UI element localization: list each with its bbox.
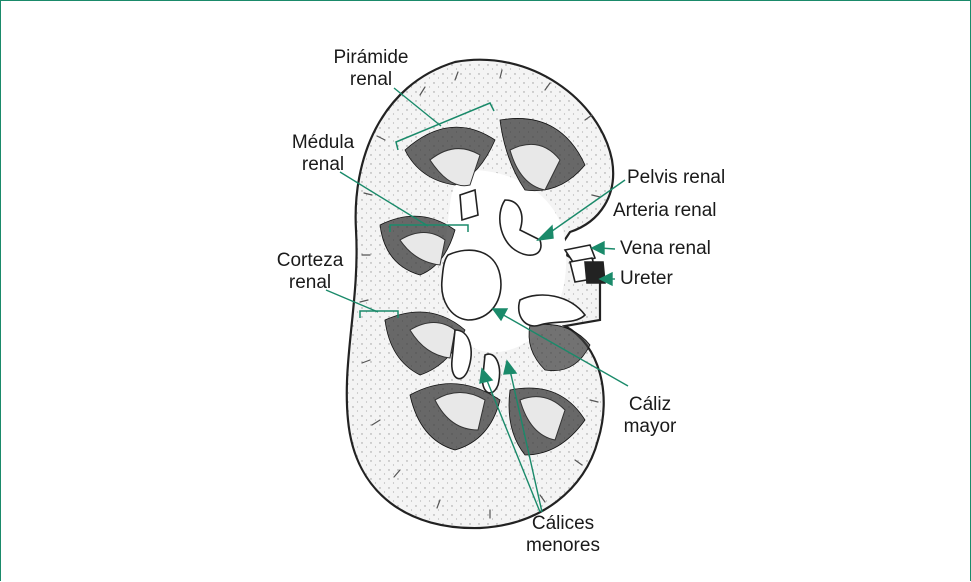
label-corteza-line1: Corteza <box>260 250 360 272</box>
label-corteza-renal: Corteza renal <box>260 250 360 294</box>
label-caliz-line2: mayor <box>610 416 690 438</box>
label-piramide-renal: Pirámide renal <box>316 47 426 91</box>
label-medula-line2: renal <box>273 154 373 176</box>
label-arteria-renal: Arteria renal <box>613 200 717 222</box>
label-pelvis-renal: Pelvis renal <box>627 167 725 189</box>
arrow-vena <box>592 242 604 254</box>
label-calices-menores: Cálices menores <box>513 513 613 557</box>
label-piramide-line1: Pirámide <box>316 47 426 69</box>
label-vena-renal: Vena renal <box>620 238 711 260</box>
label-medula-line1: Médula <box>273 132 373 154</box>
label-corteza-line2: renal <box>260 272 360 294</box>
label-caliz-mayor: Cáliz mayor <box>610 394 690 438</box>
label-piramide-line2: renal <box>316 69 426 91</box>
label-medula-renal: Médula renal <box>273 132 373 176</box>
label-calices-line2: menores <box>513 535 613 557</box>
label-ureter: Ureter <box>620 268 673 290</box>
label-calices-line1: Cálices <box>513 513 613 535</box>
label-caliz-line1: Cáliz <box>610 394 690 416</box>
